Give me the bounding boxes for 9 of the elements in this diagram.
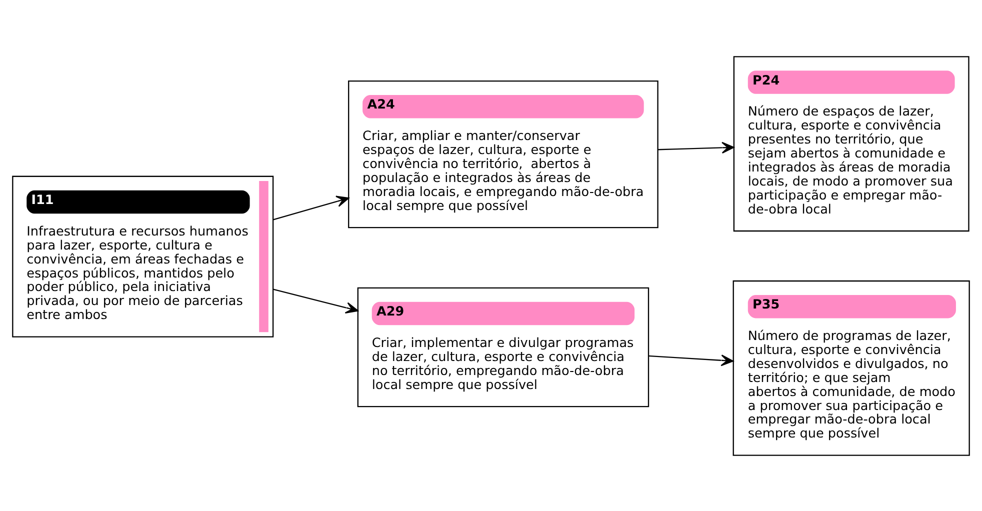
node-box: P35 Número de programas de lazer, cultura, esporte e convivência desenvolvidos e divulgados, no território; e que sejam abertos à comunidade, de modo a promover sua participação e empregar mão-de-obra local sempre que possível xyxy=(732,280,970,456)
node-box: A24 Criar, ampliar e manter/conservar espaços de lazer, cultura, esporte e convivência no território, abertos à população e integrados às áreas de moradia locais, e empregando mão-de-obra local sempre que possível xyxy=(348,80,658,228)
node-box: A29 Criar, implementar e divulgar programas de lazer, cultura, esporte e convivência no território, empregando mão-de-obra local sempre que possível xyxy=(357,286,650,407)
arrow xyxy=(648,354,734,366)
node-box: I11 Infraestrutura e recursos humanos para lazer, esporte, cultura e convivência, em áreas fechadas e espaços públicos, mantidos pelo poder público, pela iniciativa privada, ou por meio de parcerias entre ambos xyxy=(12,175,274,337)
arrow xyxy=(273,288,358,314)
arrow xyxy=(658,141,734,154)
node-box: P24 Número de espaços de lazer, cultura, esporte e convivência presentes no território, que sejam abertos à comunidade e integrados às áreas de moradia locais, de modo a promover sua participação e empregar mão-de-obra local xyxy=(733,56,970,232)
arrow xyxy=(273,195,350,220)
